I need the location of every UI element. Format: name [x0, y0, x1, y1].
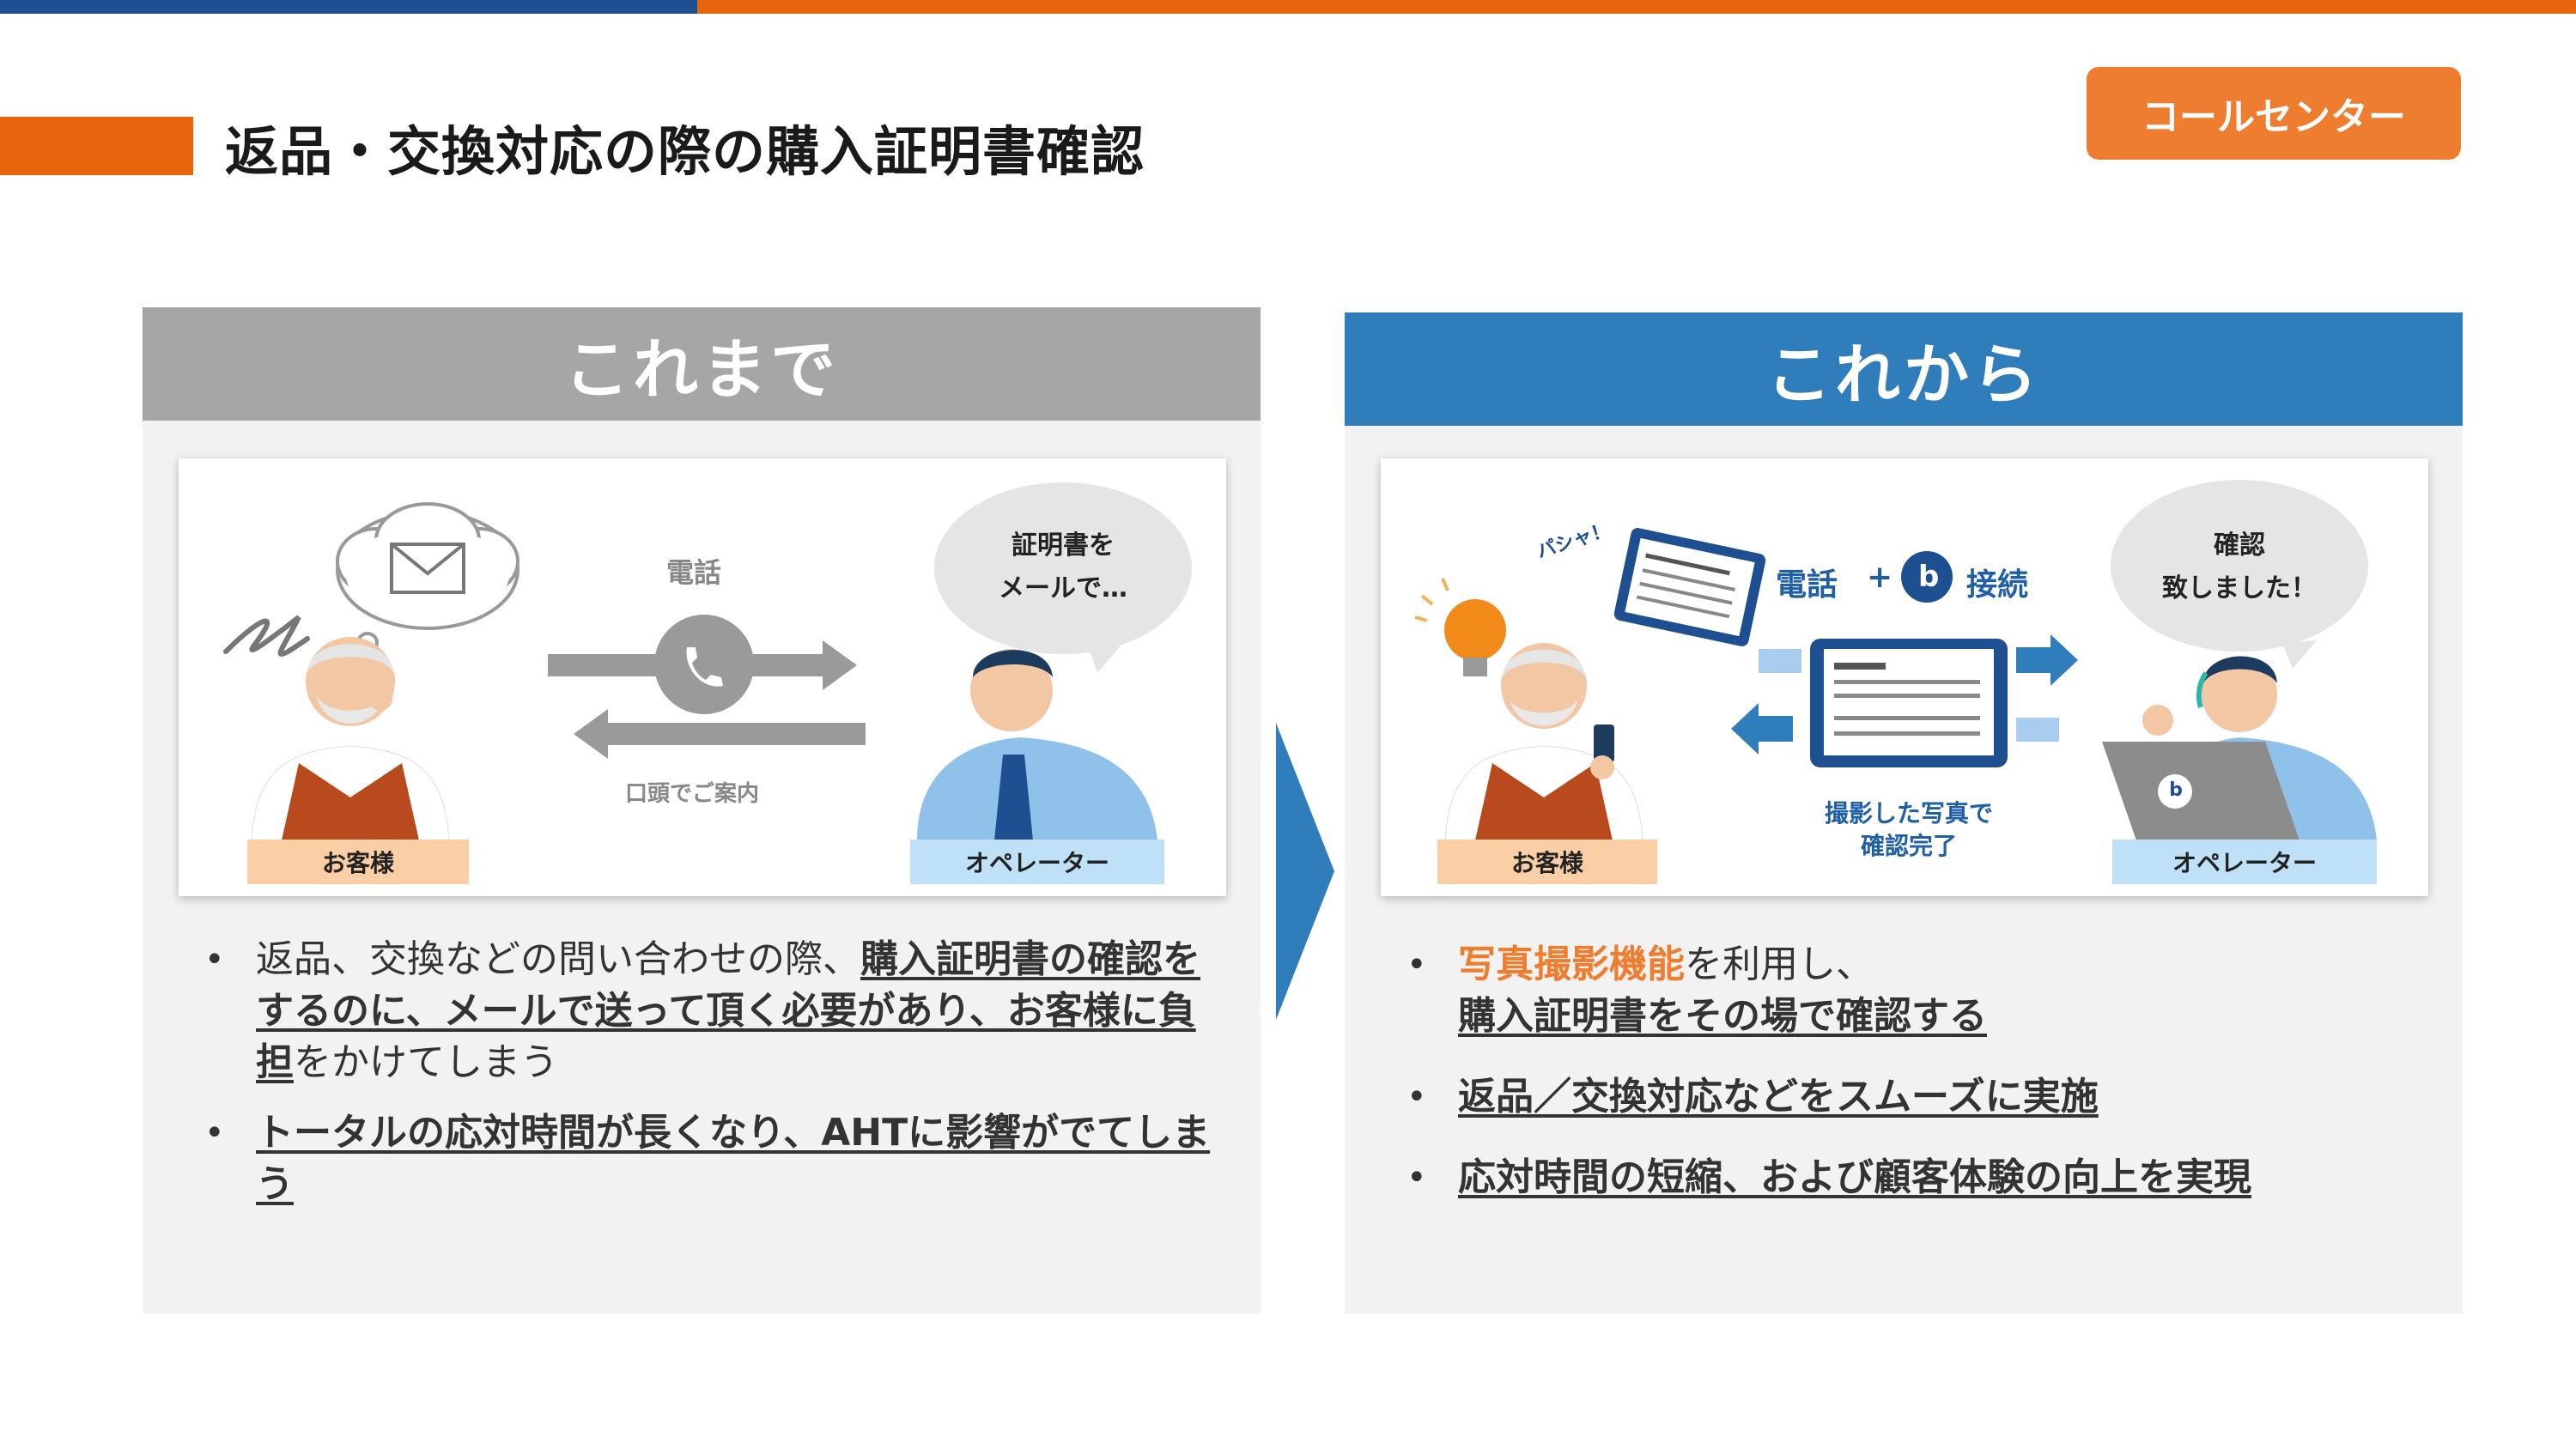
b-logo-icon [1901, 551, 1953, 603]
before-verbal-label: 口頭でご案内 [625, 781, 760, 807]
scribble-icon [223, 615, 310, 657]
after-bullet-2: 返品／交換対応などをスムーズに実施 [1400, 1071, 2430, 1123]
after-operator-label: オペレーター [2112, 840, 2377, 884]
before-bullet-1: 返品、交換などの問い合わせの際、購入証明書の確認をするのに、メールで送って頂く必… [197, 934, 1228, 1088]
before-bullet-list: 返品、交換などの問い合わせの際、購入証明書の確認をするのに、メールで送って頂く必… [197, 934, 1228, 1229]
after-customer-label: お客様 [1437, 840, 1657, 884]
photo-caption-line1: 撮影した写真で [1824, 799, 1993, 828]
connect-label: 接続 [1966, 567, 2029, 603]
speech-bubble-icon [2111, 480, 2368, 669]
before-phone-label: 電話 [666, 556, 722, 589]
title-accent-block [0, 117, 193, 175]
b-logo-label: b [1918, 560, 1940, 594]
before-operator-label: オペレーター [910, 840, 1164, 884]
before-bullet-2: トータルの応対時間が長くなり、AHTに影響がでてしまう [197, 1107, 1228, 1210]
after-bullet-list: 写真撮影機能を利用し、購入証明書をその場で確認する 返品／交換対応などをスムーズ… [1400, 939, 2430, 1233]
warranty-card-icon [1613, 528, 1766, 646]
after-speech-line2: 致しました！ [2162, 573, 2317, 603]
page-title: 返品・交換対応の際の購入証明書確認 [225, 120, 1145, 183]
photo-caption-line2: 確認完了 [1860, 832, 1957, 860]
customer-figure-icon [251, 637, 450, 841]
customer-figure-icon [1444, 643, 1643, 841]
before-illustration: 電話 口頭でご案内 証明書を メールで… お客様 オペレーター [179, 458, 1226, 896]
tablet-arrows-icon [1731, 634, 2078, 767]
before-speech-line1: 証明書を [1012, 530, 1115, 561]
plus-label: + [1867, 560, 1893, 595]
envelope-icon [390, 543, 465, 594]
laptop-b-logo: b [2169, 779, 2183, 801]
transition-arrow-icon [1276, 723, 1334, 1020]
top-accent-bar-orange [697, 0, 2576, 14]
after-bullet-3: 応対時間の短縮、および顧客体験の向上を実現 [1400, 1152, 2430, 1203]
before-speech-line2: メールで… [999, 573, 1127, 603]
phone-arrows-icon [548, 615, 866, 759]
after-speech-line1: 確認 [2214, 530, 2265, 561]
after-heading: これから [1345, 312, 2463, 426]
operator-figure-icon [917, 649, 1157, 840]
category-tag: コールセンター [2087, 67, 2461, 160]
after-scene-svg [1414, 480, 2377, 841]
after-bullet-1: 写真撮影機能を利用し、購入証明書をその場で確認する [1400, 939, 2430, 1042]
before-panel: これまで [143, 307, 1261, 1313]
speech-bubble-icon [934, 482, 1192, 673]
before-customer-label: お客様 [247, 840, 469, 884]
operator-figure-icon [2102, 656, 2377, 840]
before-scene-svg [223, 482, 1192, 841]
after-panel: これから [1345, 312, 2463, 1313]
after-illustration: パシャ！ 電話 + b 接続 撮影した写真で 確認完了 確認 致しました！ b … [1381, 458, 2428, 896]
top-accent-bar-blue [0, 0, 704, 14]
light-bulb-icon [1414, 578, 1506, 676]
before-heading: これまで [143, 307, 1261, 421]
after-phone-label: 電話 [1776, 567, 1838, 603]
